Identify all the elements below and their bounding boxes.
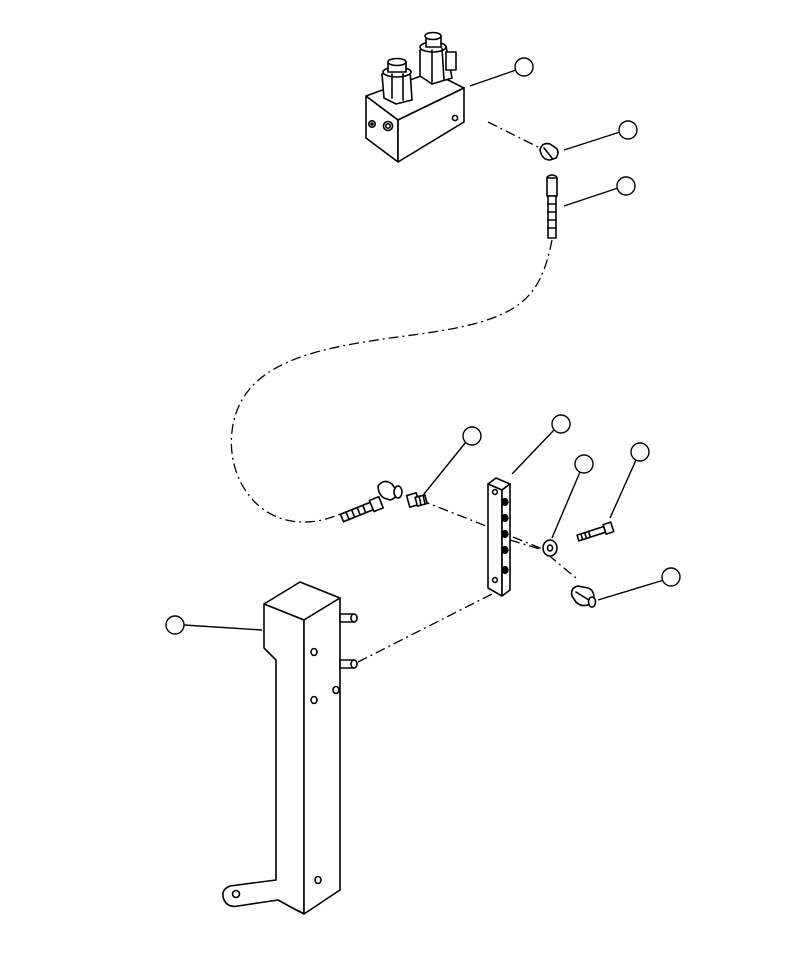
washer [542, 539, 558, 557]
bolt [576, 521, 615, 542]
callout-5 [511, 414, 571, 475]
elbow-fitting-upper [539, 142, 559, 161]
callout-3 [563, 176, 636, 207]
mounting-bracket [222, 581, 358, 915]
elbow-fitting-lower [570, 585, 597, 608]
hose-route-line [230, 239, 553, 523]
callout-1 [469, 57, 534, 87]
adapter-fitting [405, 492, 428, 508]
alignment-line-bracket [357, 593, 493, 663]
callout-9 [165, 615, 263, 635]
hose-fitting-lower [339, 480, 403, 523]
callout-8 [597, 567, 681, 601]
callout-6 [551, 454, 594, 539]
callout-2 [563, 120, 638, 151]
mounting-stud-lower [339, 659, 358, 669]
hose-fitting-upper [546, 174, 558, 239]
mounting-stud-upper [339, 613, 358, 623]
callout-7 [609, 442, 650, 519]
valve-block [365, 31, 465, 163]
callout-4 [423, 426, 482, 495]
cartridge-valve-left [381, 57, 413, 105]
alignment-line-valve [487, 121, 541, 149]
cartridge-valve-right [419, 31, 457, 85]
manifold-bar [487, 477, 511, 597]
